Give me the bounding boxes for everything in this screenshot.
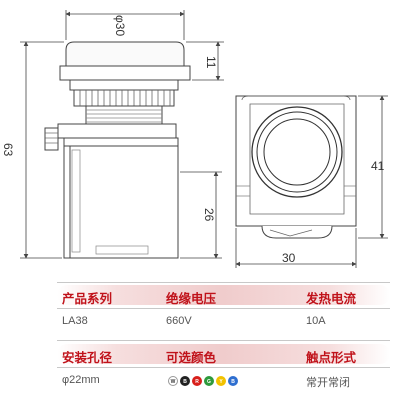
dim-11-label: 11 bbox=[204, 56, 218, 69]
header-thermal-current: 发热电流 bbox=[306, 292, 357, 306]
dim-11 bbox=[186, 41, 224, 81]
dim-26 bbox=[180, 171, 222, 259]
divider bbox=[57, 308, 390, 309]
dim-diameter-label: φ30 bbox=[113, 15, 127, 36]
front-view bbox=[235, 95, 357, 239]
color-swatch: R bbox=[192, 376, 202, 386]
divider bbox=[57, 367, 390, 368]
technical-drawing: φ30 11 63 26 41 bbox=[1, 10, 388, 268]
value-thermal-current: 10A bbox=[306, 315, 326, 327]
value-product-series: LA38 bbox=[62, 315, 88, 327]
value-insulation-voltage: 660V bbox=[166, 315, 192, 327]
divider bbox=[57, 282, 390, 283]
header-product-series: 产品系列 bbox=[62, 292, 113, 306]
header-insulation-voltage: 绝缘电压 bbox=[166, 292, 217, 306]
dim-30-label: 30 bbox=[282, 251, 296, 265]
color-swatch: Y bbox=[216, 376, 226, 386]
dim-26-label: 26 bbox=[202, 208, 216, 222]
header-contact-type: 触点形式 bbox=[306, 351, 357, 365]
header-band-1 bbox=[57, 285, 390, 305]
color-swatch: B bbox=[228, 376, 238, 386]
value-mounting-hole: φ22mm bbox=[62, 374, 100, 386]
color-swatch: B bbox=[180, 376, 190, 386]
side-view bbox=[44, 41, 191, 259]
dim-30-width bbox=[235, 228, 357, 268]
color-swatch: W bbox=[168, 376, 178, 386]
dim-63 bbox=[20, 41, 64, 259]
value-contact-type: 常开常闭 bbox=[306, 377, 350, 389]
dim-63-label: 63 bbox=[1, 143, 15, 157]
dim-41 bbox=[358, 95, 388, 239]
color-swatch: G bbox=[204, 376, 214, 386]
divider bbox=[57, 340, 390, 341]
dim-41-label: 41 bbox=[371, 159, 385, 173]
spec-table: 产品系列 绝缘电压 发热电流 LA38 660V 10A 安装孔径 可选颜色 触… bbox=[0, 278, 400, 400]
header-band-2 bbox=[57, 344, 390, 364]
dim-diameter-30 bbox=[65, 10, 185, 40]
header-mounting-hole: 安装孔径 bbox=[62, 351, 113, 365]
header-optional-colors: 可选颜色 bbox=[166, 351, 217, 365]
